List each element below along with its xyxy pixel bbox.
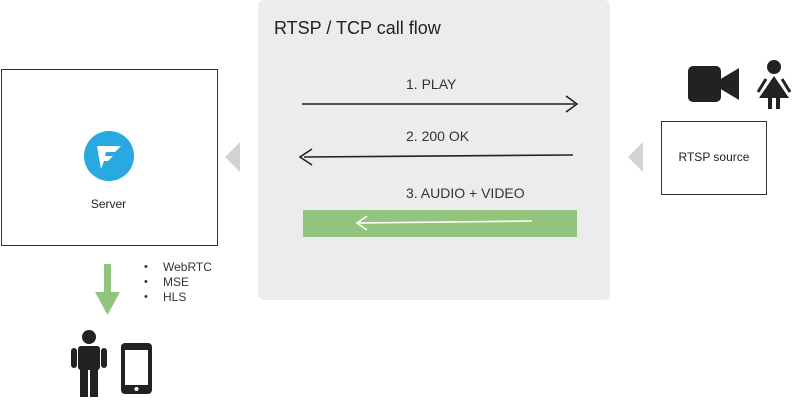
protocol-webrtc: WebRTC — [163, 260, 212, 274]
step-1-label: 1. PLAY — [406, 76, 457, 92]
bullet: • — [144, 276, 148, 288]
protocol-hls: HLS — [163, 290, 187, 304]
woman-icon — [756, 60, 792, 109]
man-icon — [71, 330, 107, 397]
step-3-label: 3. AUDIO + VIDEO — [406, 185, 525, 201]
server-label: Server — [90, 197, 127, 211]
ok-arrow — [298, 148, 574, 166]
rtsp-source-label: RTSP source — [678, 150, 750, 164]
play-arrow — [302, 95, 579, 113]
media-stream-bar — [303, 210, 577, 237]
smartphone-icon — [121, 343, 152, 394]
source-chevron-icon — [628, 142, 643, 172]
left-chevron-icon — [225, 142, 240, 172]
diagram-title: RTSP / TCP call flow — [274, 18, 441, 38]
down-arrow-icon — [95, 264, 120, 315]
camera-icon — [688, 66, 739, 102]
bullet: • — [144, 291, 148, 303]
call-flow-panel — [258, 0, 610, 300]
rtsp-source-box — [661, 121, 767, 195]
step-2-label: 2. 200 OK — [406, 128, 470, 144]
server-logo-icon — [84, 131, 134, 181]
bullet: • — [144, 261, 148, 273]
protocol-mse: MSE — [163, 275, 190, 289]
